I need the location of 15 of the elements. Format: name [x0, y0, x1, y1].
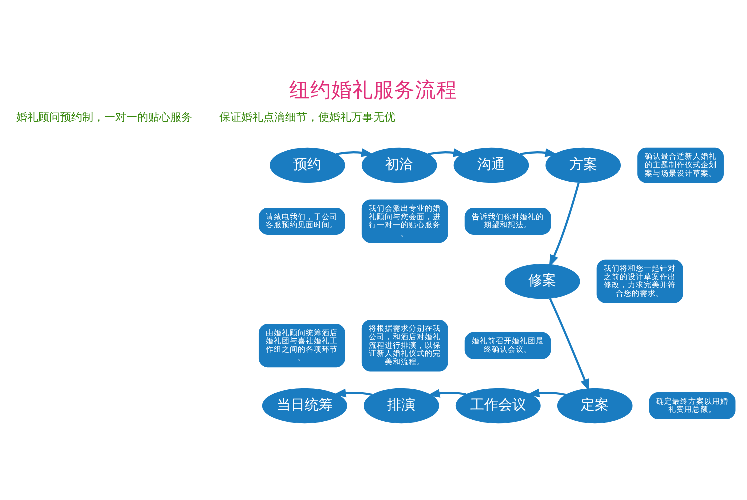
node-ellipse: 预约 — [270, 147, 346, 183]
arrow — [334, 388, 373, 398]
arrow — [527, 388, 566, 398]
node-ellipse: 排演 — [364, 388, 440, 424]
arrow — [549, 182, 580, 267]
label: 保证婚礼点滴细节，使婚礼万事无优 — [220, 110, 396, 124]
arrow — [428, 148, 466, 157]
label: 婚礼顾问预约制，一对一的贴心服务 — [16, 110, 193, 124]
arrow — [549, 298, 590, 392]
diagram-title: 纽约婚礼服务流程 — [290, 78, 458, 102]
node-ellipse: 修案 — [504, 263, 580, 299]
arrow — [520, 148, 558, 157]
arrow — [336, 148, 374, 157]
arrow — [428, 388, 467, 398]
node-ellipse: 定案 — [557, 388, 633, 424]
